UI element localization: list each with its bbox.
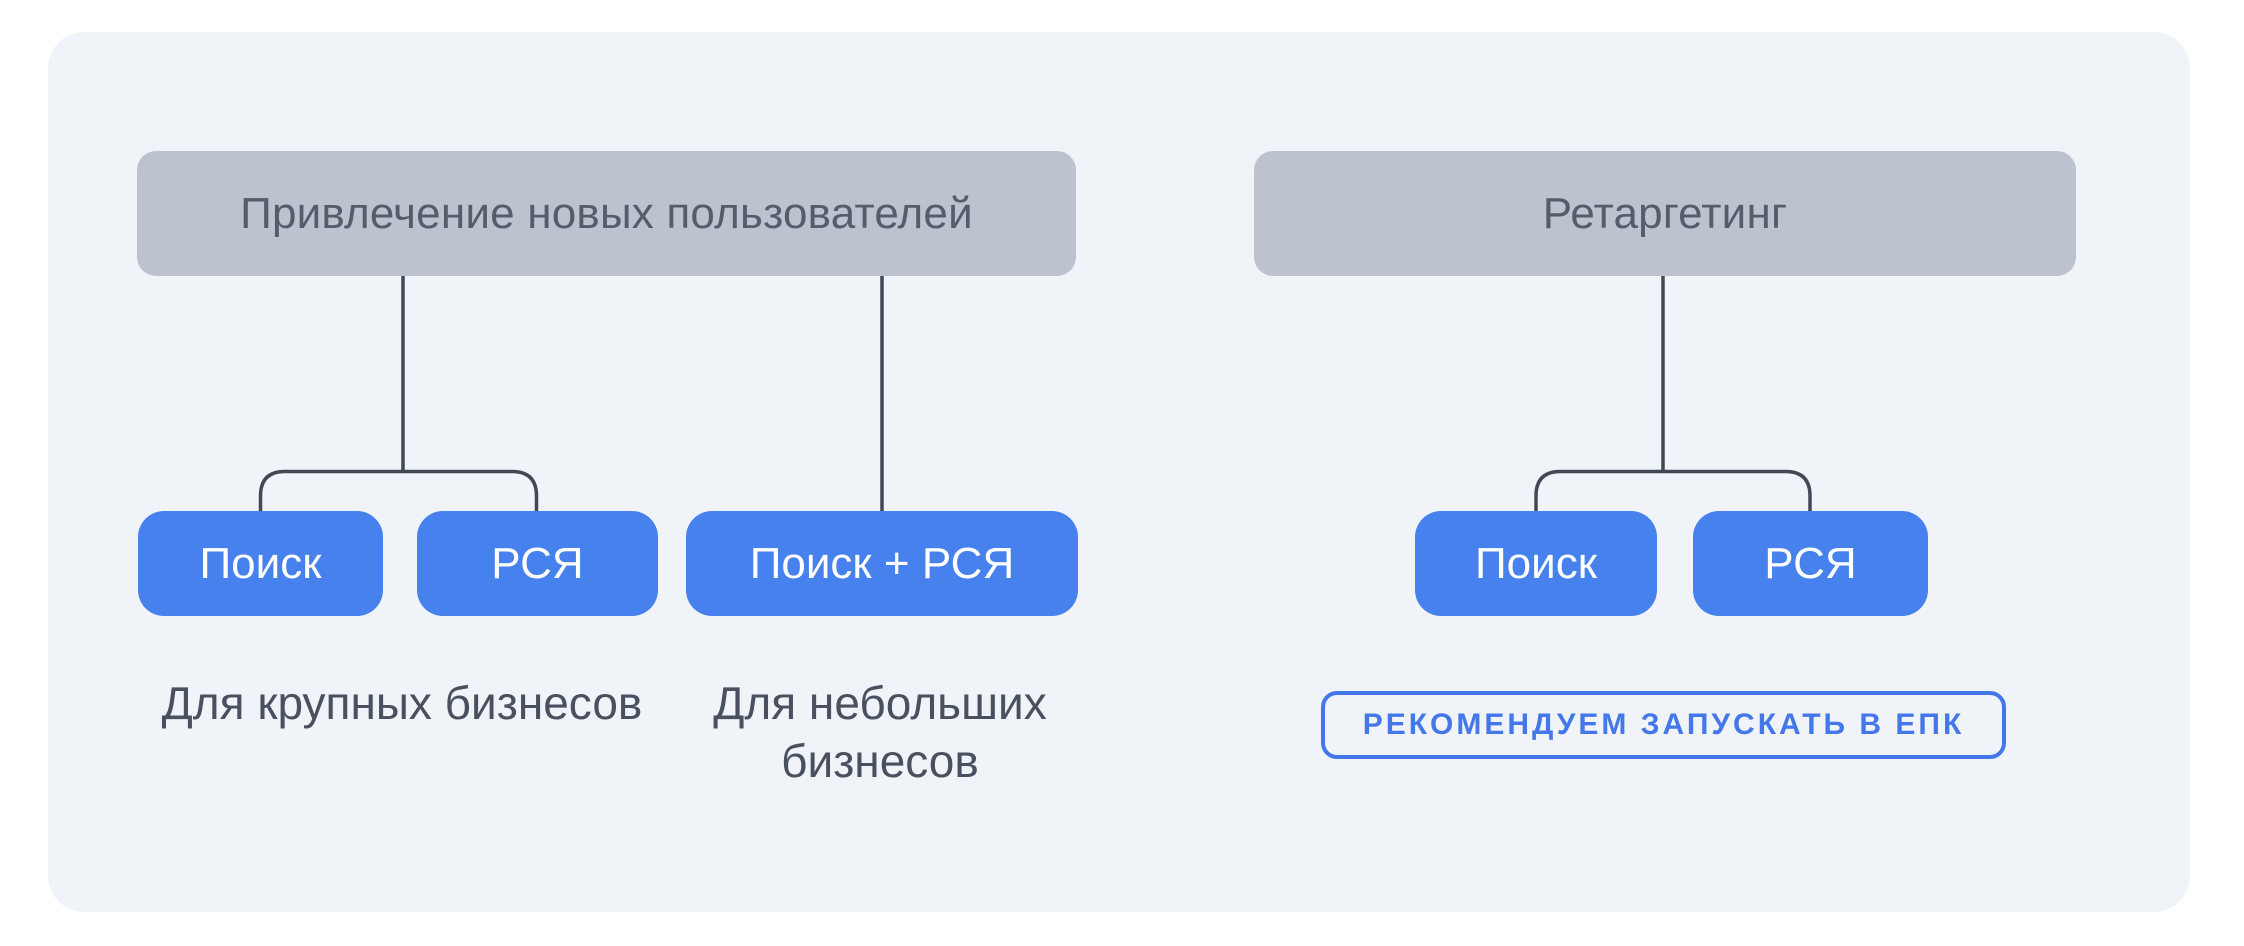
header-box-new-users-label: Привлечение новых пользователей: [240, 188, 973, 238]
caption-small-business: Для небольших бизнесов: [713, 677, 1047, 787]
header-box-retargeting-label: Ретаргетинг: [1542, 188, 1788, 238]
caption-large-business: Для крупных бизнесов: [161, 677, 643, 729]
recommendation-badge-label: РЕКОМЕНДУЕМ ЗАПУСКАТЬ В ЕПК: [1362, 708, 1965, 741]
node-retargeting-rsya-label: РСЯ: [1764, 538, 1857, 588]
recommendation-badge: РЕКОМЕНДУЕМ ЗАПУСКАТЬ В ЕПК: [1321, 691, 2006, 759]
node-retargeting-rsya: РСЯ: [1693, 511, 1928, 616]
node-new-users-rsya-label: РСЯ: [491, 538, 584, 588]
node-new-users-search-plus-rsya-label: Поиск + РСЯ: [749, 538, 1015, 588]
header-box-new-users: Привлечение новых пользователей: [137, 151, 1076, 276]
node-new-users-search-label: Поиск: [199, 538, 322, 588]
node-new-users-search-plus-rsya: Поиск + РСЯ: [686, 511, 1078, 616]
node-retargeting-search: Поиск: [1415, 511, 1657, 616]
header-box-retargeting: Ретаргетинг: [1254, 151, 2076, 276]
node-retargeting-search-label: Поиск: [1475, 538, 1597, 588]
node-new-users-search: Поиск: [138, 511, 383, 616]
node-new-users-rsya: РСЯ: [417, 511, 658, 616]
